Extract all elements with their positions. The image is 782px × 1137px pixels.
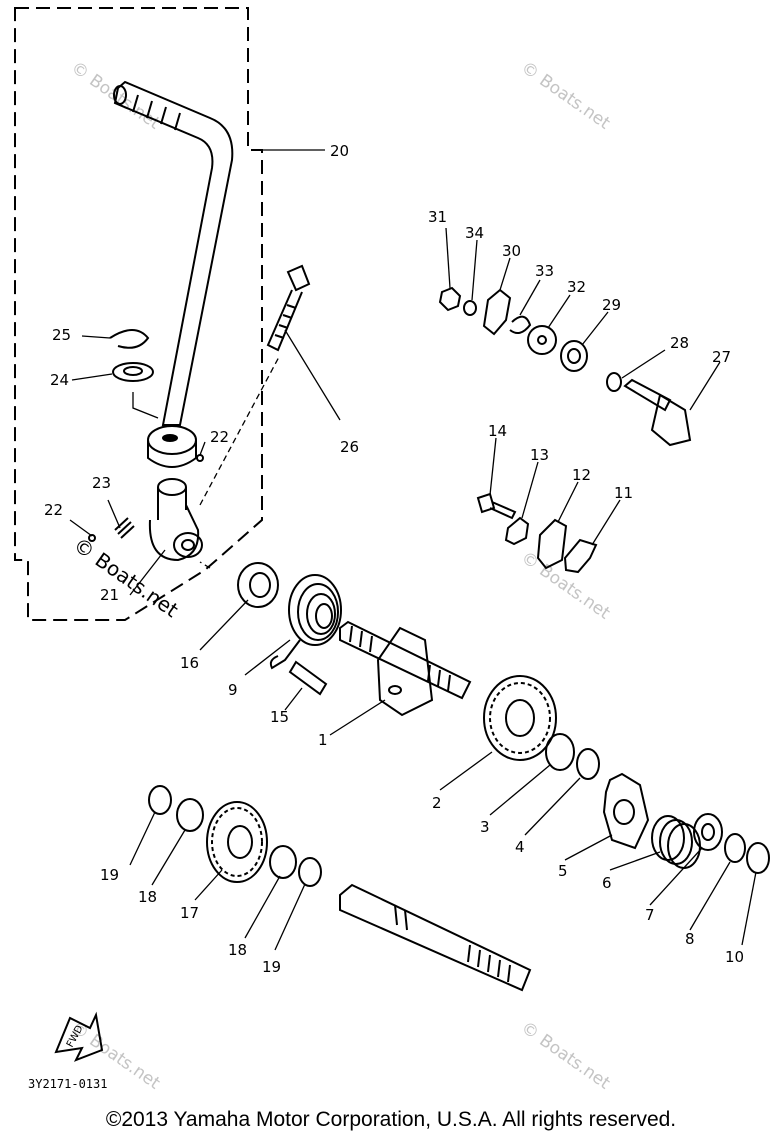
callout-15: 15 — [270, 708, 289, 726]
bolt-14 — [476, 492, 517, 520]
spring-guide-15 — [288, 660, 328, 696]
kick-shaft-1 — [339, 620, 472, 717]
circlip-19 — [298, 857, 322, 887]
kick-boss-21 — [148, 478, 203, 562]
washer-18 — [269, 845, 297, 879]
washer-24 — [112, 362, 154, 382]
plate-12 — [536, 518, 568, 570]
ball-22 — [196, 454, 204, 462]
callout-28: 28 — [670, 334, 689, 352]
callout-4: 4 — [515, 838, 525, 856]
circlip-10 — [746, 842, 770, 874]
callout-33: 33 — [535, 262, 554, 280]
ball-22 — [88, 534, 96, 542]
callout-7: 7 — [645, 906, 655, 924]
leader-lines — [69, 149, 757, 951]
callout-30: 30 — [502, 242, 521, 260]
spring-33 — [509, 315, 532, 335]
washer-28 — [606, 372, 622, 392]
callout-8: 8 — [685, 930, 695, 948]
circlip-19 — [148, 785, 172, 815]
washer-18 — [176, 798, 204, 832]
callout-32: 32 — [567, 278, 586, 296]
callout-23: 23 — [92, 474, 111, 492]
watermark-dark: © Boats.net — [69, 532, 183, 622]
callout-25: 25 — [52, 326, 71, 344]
callout-19: 19 — [100, 866, 119, 884]
watermark: © Boats.net — [517, 1018, 614, 1094]
callout-13: 13 — [530, 446, 549, 464]
callout-11: 11 — [614, 484, 633, 502]
spring-23 — [114, 517, 135, 539]
washer-7 — [693, 813, 723, 851]
guide-11 — [563, 538, 598, 574]
bearing-29 — [560, 340, 588, 372]
plate-30 — [482, 288, 512, 336]
callout-21: 21 — [100, 586, 119, 604]
main-axle — [339, 883, 532, 992]
callout-22: 22 — [44, 501, 63, 519]
callout-19: 19 — [262, 958, 281, 976]
idler-gear-17 — [206, 801, 268, 883]
callout-6: 6 — [602, 874, 612, 892]
callout-17: 17 — [180, 904, 199, 922]
callout-2: 2 — [432, 794, 442, 812]
circlip-4 — [576, 748, 600, 780]
circlip-8 — [724, 833, 746, 863]
callout-34: 34 — [465, 224, 484, 242]
shaft-27 — [623, 378, 692, 447]
callout-16: 16 — [180, 654, 199, 672]
callout-22: 22 — [210, 428, 229, 446]
callout-labels: 20 25 24 26 22 23 22 21 16 9 15 1 2 3 4 … — [44, 142, 744, 976]
bolt-26 — [266, 264, 311, 352]
washer-34 — [463, 300, 477, 316]
callout-26: 26 — [340, 438, 359, 456]
plate-13 — [504, 516, 530, 546]
callout-10: 10 — [725, 948, 744, 966]
washer-3 — [545, 733, 575, 771]
callout-1: 1 — [318, 731, 328, 749]
circlip-25 — [109, 329, 150, 349]
nut-31 — [438, 286, 462, 312]
callout-3: 3 — [480, 818, 490, 836]
kick-lever — [113, 80, 234, 468]
part-number: 3Y2171-0131 — [28, 1077, 107, 1091]
callout-29: 29 — [602, 296, 621, 314]
callout-31: 31 — [428, 208, 447, 226]
oil-seal-16 — [237, 562, 279, 608]
callout-18: 18 — [138, 888, 157, 906]
kick-lever-assembly-boundary — [14, 7, 263, 621]
callout-14: 14 — [488, 422, 507, 440]
ratchet-wheel-5 — [602, 772, 650, 850]
callout-5: 5 — [558, 862, 568, 880]
torsion-spring-9 — [269, 574, 342, 670]
washer-32 — [527, 325, 557, 355]
watermarks: © Boats.net © Boats.net © Boats.net © Bo… — [67, 58, 614, 1094]
spring-6 — [651, 815, 701, 869]
watermark: © Boats.net — [517, 58, 614, 134]
callout-9: 9 — [228, 681, 238, 699]
callout-27: 27 — [712, 348, 731, 366]
copyright-notice: ©2013 Yamaha Motor Corporation, U.S.A. A… — [105, 1108, 677, 1131]
callout-24: 24 — [50, 371, 69, 389]
callout-12: 12 — [572, 466, 591, 484]
kick-gear-2 — [483, 675, 557, 761]
callout-18: 18 — [228, 941, 247, 959]
callout-20: 20 — [330, 142, 349, 160]
